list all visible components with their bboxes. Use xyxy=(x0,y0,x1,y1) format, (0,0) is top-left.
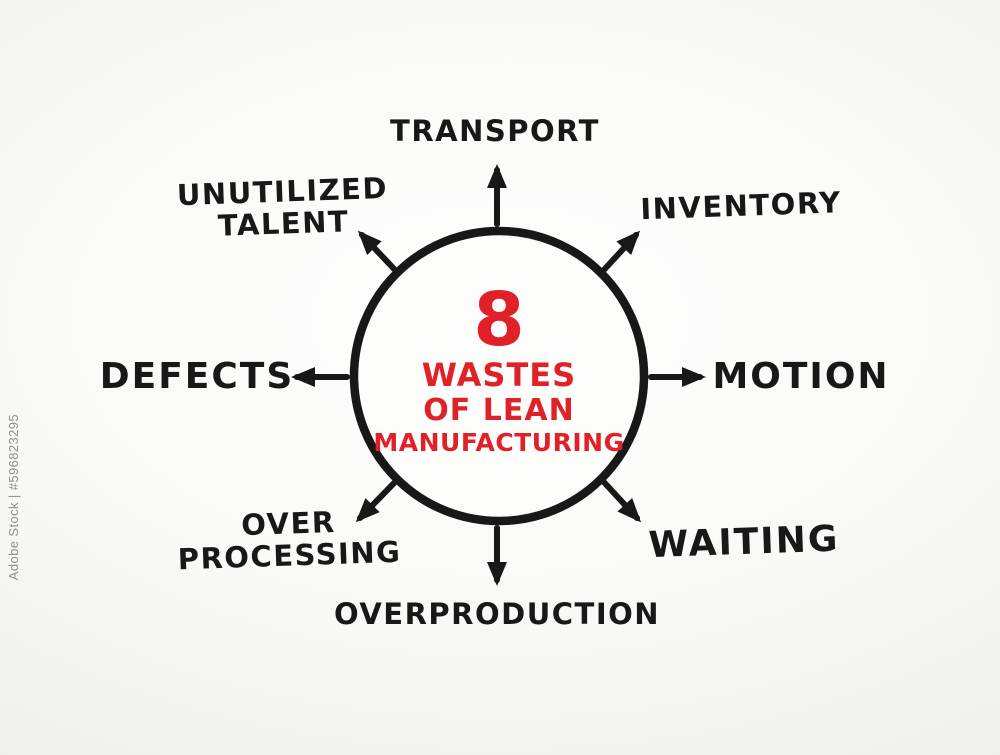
node-unutilized-talent: UNUTILIZED TALENT xyxy=(176,170,389,244)
node-defects: DEFECTS xyxy=(99,355,295,397)
node-waiting: WAITING xyxy=(647,518,841,567)
arrow-waiting xyxy=(599,477,642,523)
center-title-line-2: OF LEAN xyxy=(423,392,575,428)
node-overproduction: OVERPRODUCTION xyxy=(333,596,661,631)
arrow-unutilized-talent xyxy=(357,230,400,275)
arrow-inventory xyxy=(599,230,641,275)
node-transport: TRANSPORT xyxy=(390,113,600,148)
center-title-line-3: MANUFACTURING xyxy=(373,428,625,458)
node-inventory: INVENTORY xyxy=(639,185,843,227)
center-node: 8 WASTES OF LEAN MANUFACTURING xyxy=(373,283,624,458)
node-motion: MOTION xyxy=(712,355,890,397)
center-title-line-1: WASTES xyxy=(421,356,577,395)
arrow-over-processing xyxy=(355,477,400,523)
center-circle xyxy=(349,226,649,526)
node-over-processing: OVER PROCESSING xyxy=(177,504,402,577)
center-number: 8 xyxy=(473,277,525,364)
stock-watermark: Adobe Stock | #596823295 xyxy=(6,414,21,581)
